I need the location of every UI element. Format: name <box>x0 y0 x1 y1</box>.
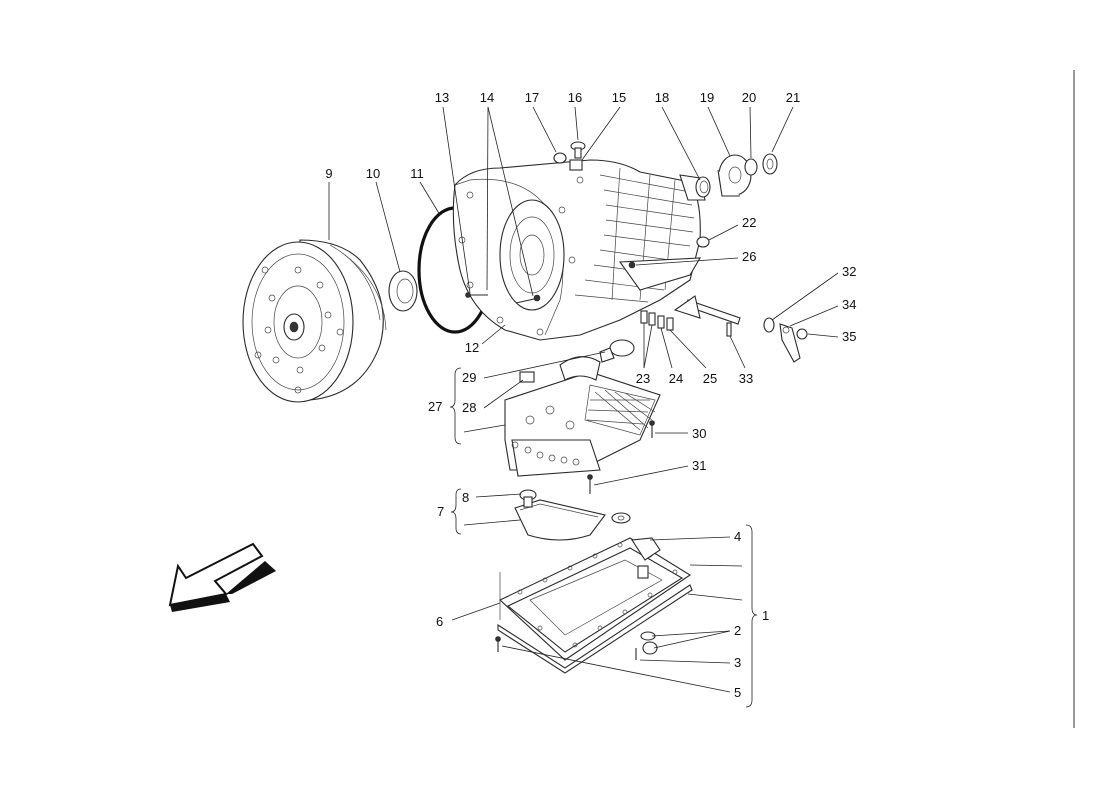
callout-17: 17 <box>525 90 539 105</box>
pin-33 <box>726 322 732 337</box>
seal-32 <box>763 317 775 333</box>
arrow-down-left-icon <box>168 542 276 612</box>
flange-19 <box>717 154 752 197</box>
callout-33: 33 <box>739 371 753 386</box>
selector-shaft <box>673 295 741 325</box>
callout-31: 31 <box>692 458 706 473</box>
filter <box>514 499 606 541</box>
oil-pan <box>497 537 693 674</box>
callout-27: 27 <box>428 399 442 414</box>
callout-6: 6 <box>436 614 443 629</box>
callout-5: 5 <box>734 685 741 700</box>
bolt-5 <box>495 572 501 652</box>
sensor-26 <box>628 261 636 269</box>
callout-20: 20 <box>742 90 756 105</box>
callout-28: 28 <box>462 400 476 415</box>
bolt-14 <box>515 294 541 304</box>
drain-plugs <box>635 631 658 660</box>
valve-15 <box>569 159 583 171</box>
sensor-28 <box>519 371 535 383</box>
callout-14: 14 <box>480 90 494 105</box>
seal-21 <box>762 153 778 175</box>
callout-2: 2 <box>734 623 741 638</box>
seal-ring <box>388 270 418 312</box>
callout-3: 3 <box>734 655 741 670</box>
callout-25: 25 <box>703 371 717 386</box>
sleeves-23-25 <box>640 310 674 331</box>
ring-20 <box>744 158 758 176</box>
callout-4: 4 <box>734 529 741 544</box>
callout-19: 19 <box>700 90 714 105</box>
callout-24: 24 <box>669 371 683 386</box>
valve-body <box>504 356 661 477</box>
brackets <box>449 367 758 708</box>
nut-35 <box>796 328 808 340</box>
filter-seal-8 <box>519 489 537 508</box>
callout-labels: 9 10 11 13 14 17 16 15 18 19 20 21 22 26… <box>325 90 856 700</box>
plug-17 <box>553 152 567 164</box>
transmission-housing <box>452 159 706 341</box>
torque-converter <box>242 239 387 403</box>
callout-16: 16 <box>568 90 582 105</box>
bolt-30 <box>649 420 655 438</box>
callout-22: 22 <box>742 215 756 230</box>
callout-15: 15 <box>612 90 626 105</box>
callout-11: 11 <box>410 166 424 181</box>
callout-18: 18 <box>655 90 669 105</box>
callout-35: 35 <box>842 329 856 344</box>
callout-29: 29 <box>462 370 476 385</box>
callout-9: 9 <box>325 166 332 181</box>
bolt-13 <box>465 292 488 298</box>
callout-1: 1 <box>762 608 769 623</box>
leader-lines <box>328 106 839 693</box>
callout-7: 7 <box>437 504 444 519</box>
callout-13: 13 <box>435 90 449 105</box>
callout-12: 12 <box>465 340 479 355</box>
callout-21: 21 <box>786 90 800 105</box>
callout-26: 26 <box>742 249 756 264</box>
callout-10: 10 <box>366 166 380 181</box>
callout-8: 8 <box>462 490 469 505</box>
callout-23: 23 <box>636 371 650 386</box>
seal-18 <box>695 176 711 198</box>
bolt-31 <box>587 474 593 494</box>
callout-34: 34 <box>842 297 856 312</box>
breather-16 <box>570 141 586 159</box>
callout-32: 32 <box>842 264 856 279</box>
callout-30: 30 <box>692 426 706 441</box>
lever-34 <box>779 323 801 363</box>
washer <box>611 512 631 524</box>
plug-22 <box>696 236 710 248</box>
connector-29 <box>599 339 635 363</box>
